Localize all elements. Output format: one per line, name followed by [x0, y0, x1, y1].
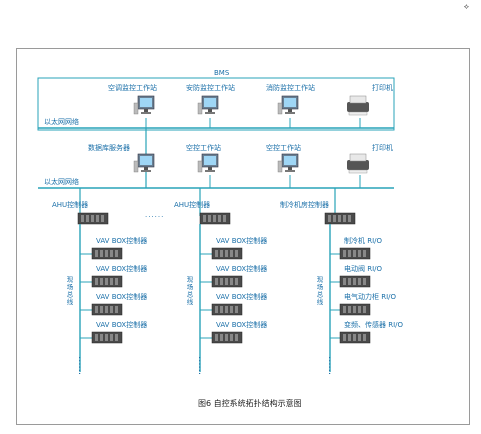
io-module-icon [339, 331, 371, 344]
io-label: 电气动力柜 RI/O [344, 293, 397, 301]
workstation-label: 空控工作站 [266, 144, 301, 152]
vav-controller-icon [211, 275, 243, 288]
monitor-icon [133, 153, 155, 173]
vav-label: VAV BOX控制器 [96, 237, 148, 245]
vav-label: VAV BOX控制器 [96, 321, 148, 329]
printer-icon [346, 153, 370, 174]
printer-icon [346, 95, 370, 116]
controller-label: AHU控制器 [174, 201, 211, 209]
io-label: 变频、传感器 RI/O [344, 321, 404, 329]
field-bus-label: 现场总线 [65, 276, 73, 306]
corner-mark: ⟡ [463, 2, 469, 11]
io-module-icon [339, 275, 371, 288]
vav-controller-icon [211, 331, 243, 344]
vav-label: VAV BOX控制器 [216, 265, 268, 273]
io-label: 制冷机 RI/O [344, 237, 383, 245]
printer-label: 打印机 [372, 144, 393, 152]
vav-label: VAV BOX控制器 [216, 321, 268, 329]
workstation-label: 消防监控工作站 [266, 84, 315, 92]
monitor-icon [277, 153, 299, 173]
bms-box [37, 77, 395, 131]
workstation-label: 安防监控工作站 [186, 84, 235, 92]
io-module-icon [339, 247, 371, 260]
continuation-dots: ...... [196, 356, 207, 376]
monitor-icon [197, 95, 219, 115]
diagram-frame [16, 48, 470, 425]
printer-label: 打印机 [372, 84, 393, 92]
controller-label: AHU控制器 [52, 201, 89, 209]
vav-controller-icon [91, 247, 123, 260]
workstation-label: 空控工作站 [186, 144, 221, 152]
plant-controller-icon [324, 212, 356, 225]
monitor-icon [277, 95, 299, 115]
vav-controller-icon [211, 303, 243, 316]
figure-caption: 图6 自控系统拓扑结构示意图 [198, 399, 302, 408]
vav-controller-icon [91, 331, 123, 344]
continuation-dots: ...... [145, 211, 165, 219]
vav-label: VAV BOX控制器 [96, 265, 148, 273]
server-label: 数据库服务器 [88, 144, 130, 152]
vav-label: VAV BOX控制器 [216, 237, 268, 245]
vav-label: VAV BOX控制器 [96, 293, 148, 301]
io-module-icon [339, 303, 371, 316]
ethernet-label-top: 以太网网络 [44, 118, 79, 126]
continuation-dots: ...... [76, 356, 87, 376]
controller-label: 制冷机房控制器 [280, 201, 329, 209]
vav-controller-icon [211, 247, 243, 260]
vav-controller-icon [91, 275, 123, 288]
io-label: 电动阀 RI/O [344, 265, 383, 273]
continuation-dots: ...... [326, 356, 337, 376]
field-bus-label: 现场总线 [185, 276, 193, 306]
monitor-icon [133, 95, 155, 115]
vav-label: VAV BOX控制器 [216, 293, 268, 301]
workstation-label: 空调监控工作站 [108, 84, 157, 92]
ethernet-label-mid: 以太网网络 [44, 178, 79, 186]
monitor-icon [197, 153, 219, 173]
vav-controller-icon [91, 303, 123, 316]
ahu-controller-icon [77, 212, 109, 225]
field-bus-label: 现场总线 [315, 276, 323, 306]
bms-label: BMS [214, 69, 230, 77]
ahu-controller-icon [199, 212, 231, 225]
